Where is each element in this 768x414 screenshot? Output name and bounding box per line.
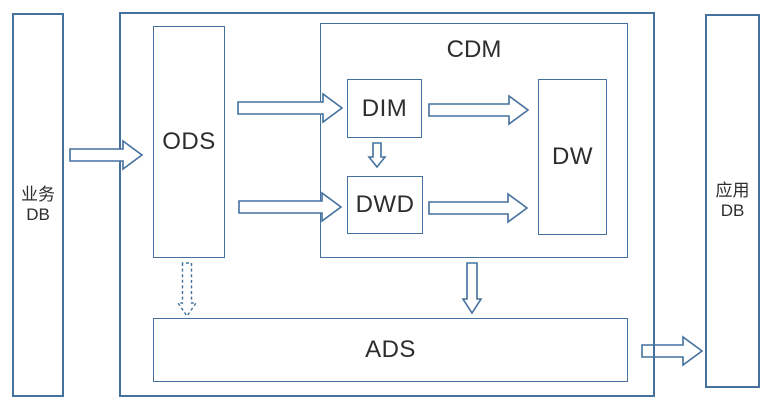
outer-frame [119, 12, 655, 397]
business-db-label-line2: DB [26, 205, 50, 224]
node-dw: DW [538, 79, 607, 235]
arrow-ods-to-dim-icon [237, 92, 344, 124]
business-db-label: 业务 DB [21, 185, 55, 226]
app-db-label-line1: 应用 [715, 180, 750, 200]
arrow-dim-to-dwd-icon [367, 142, 387, 169]
arrow-business-db-to-ods-icon [69, 139, 144, 171]
dw-label: DW [552, 143, 593, 170]
arrow-ods-to-ads-dashed-icon [176, 262, 198, 318]
node-dim: DIM [347, 79, 422, 138]
dwd-label: DWD [355, 191, 415, 218]
dim-label: DIM [361, 94, 408, 122]
arrow-ods-to-dwd-icon [238, 191, 343, 223]
ods-label: ODS [162, 128, 216, 155]
node-business-db: 业务 DB [12, 13, 64, 397]
ads-label: ADS [365, 336, 416, 363]
arrow-ads-to-app-db-icon [641, 335, 704, 367]
arrow-cdm-to-ads-icon [461, 262, 483, 315]
cdm-label: CDM [446, 36, 502, 63]
arrow-dim-to-dw-icon [428, 94, 530, 126]
business-db-label-line1: 业务 [21, 184, 55, 204]
node-ads: ADS [153, 318, 628, 382]
node-app-db: 应用 DB [705, 14, 760, 388]
node-dwd: DWD [347, 176, 423, 234]
node-ods: ODS [153, 26, 225, 258]
arrow-dwd-to-dw-icon [428, 192, 529, 224]
app-db-label: 应用 DB [716, 181, 750, 222]
app-db-label-line2: DB [720, 201, 745, 220]
